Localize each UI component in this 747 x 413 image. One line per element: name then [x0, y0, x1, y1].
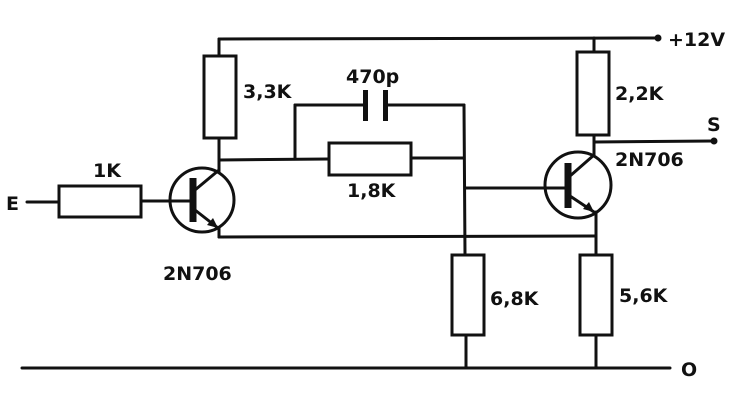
output-terminal [710, 137, 718, 145]
supply-terminal [654, 34, 662, 42]
resistor-collector2-label: 2,2K [615, 83, 665, 105]
capacitor [363, 90, 388, 121]
base2-node-wire [462, 103, 467, 257]
resistor-collector1 [202, 54, 238, 140]
input-label: E [6, 193, 19, 215]
resistor-base2 [450, 253, 486, 337]
resistor-emitter-label: 5,6K [619, 285, 669, 307]
resistor-collector2 [575, 50, 611, 137]
transistor1 [168, 166, 236, 234]
output-label: S [707, 114, 721, 136]
resistor-collector1-label: 3,3K [243, 81, 293, 103]
resistor-input [57, 184, 143, 219]
output-wire [592, 139, 715, 144]
common-emitter-wire [217, 234, 598, 239]
resistor-base2-label: 6,8K [490, 288, 540, 310]
transistor2-label: 2N706 [615, 149, 684, 171]
supply-rail [217, 36, 659, 41]
capacitor-label: 470p [346, 66, 399, 88]
resistor-emitter [578, 253, 614, 337]
resistor-input-label: 1K [93, 160, 122, 182]
supply-label: +12V [668, 29, 725, 51]
transistor1-label: 2N706 [163, 263, 232, 285]
collector1-node-wire [217, 157, 331, 162]
resistor-feedback-label: 1,8K [347, 180, 397, 202]
resistor-feedback [327, 141, 413, 177]
ground-label: O [681, 359, 697, 381]
transistor2 [543, 150, 613, 220]
